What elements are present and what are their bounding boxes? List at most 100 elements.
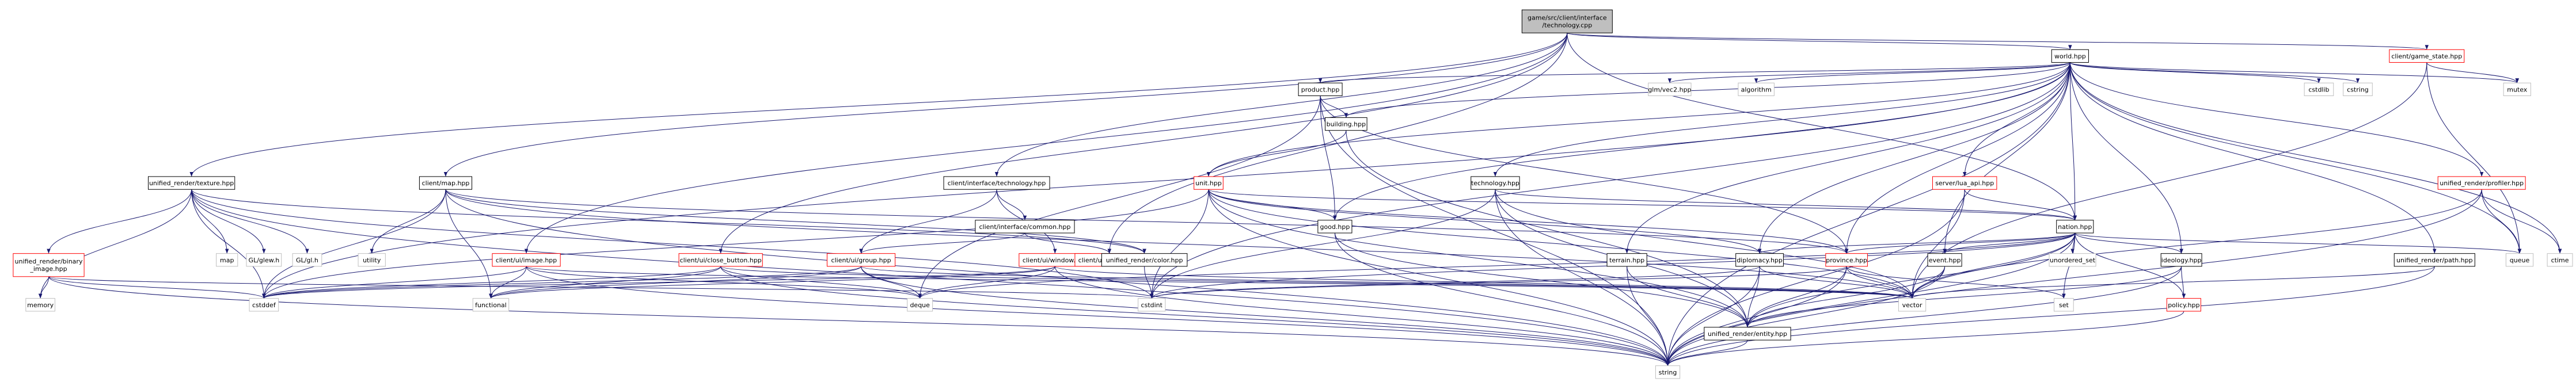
file-node-label[interactable]: _image.hpp <box>29 265 67 273</box>
file-node-label[interactable]: /technology.cpp <box>1542 22 1592 29</box>
file-node-profiler[interactable]: unified_render/profiler.hpp <box>2437 176 2526 190</box>
file-node-group[interactable]: client/ui/group.hpp <box>827 253 896 267</box>
file-node-box[interactable] <box>678 253 763 267</box>
file-node-product[interactable]: product.hpp <box>1298 82 1343 96</box>
file-node-window[interactable]: client/ui/window.hpp <box>1019 253 1092 267</box>
file-node-technology[interactable]: technology.hpp <box>1471 176 1520 190</box>
file-node-label: GL/gl.h <box>296 257 318 264</box>
file-node-label[interactable]: nation.hpp <box>2058 223 2092 231</box>
file-node-building[interactable]: building.hpp <box>1325 117 1367 131</box>
file-node-label[interactable]: unit.hpp <box>1195 179 1222 187</box>
file-node-policy[interactable]: policy.hpp <box>2166 298 2201 312</box>
file-node-gamestate[interactable]: client/game_state.hpp <box>2389 49 2465 63</box>
file-node-box[interactable] <box>419 176 473 190</box>
file-node-box[interactable] <box>827 253 896 267</box>
file-node-diplomacy[interactable]: diplomacy.hpp <box>1735 253 1784 267</box>
file-node-box[interactable] <box>1606 253 1647 267</box>
file-node-label[interactable]: client/ui/group.hpp <box>831 257 891 264</box>
include-edge-path-to-vector <box>1910 266 2435 299</box>
file-node-box[interactable] <box>2056 220 2094 234</box>
file-node-box[interactable] <box>1101 253 1188 267</box>
file-node-binaryimage[interactable]: unified_render/binary_image.hpp <box>13 253 85 277</box>
file-node-label[interactable]: unified_render/binary <box>15 258 83 265</box>
file-node-label[interactable]: unified_render/color.hpp <box>1106 257 1183 264</box>
file-node-ifacetech[interactable]: client/interface/technology.hpp <box>943 176 1050 190</box>
file-node-box[interactable] <box>1704 327 1791 341</box>
file-node-box[interactable] <box>1825 253 1868 267</box>
file-node-province[interactable]: province.hpp <box>1825 253 1868 267</box>
file-node-box[interactable] <box>1194 176 1224 190</box>
file-node-box[interactable] <box>1927 253 1962 267</box>
file-node-box[interactable] <box>2393 253 2475 267</box>
file-node-box <box>472 298 510 312</box>
file-node-box[interactable] <box>2389 49 2465 63</box>
file-node-common[interactable]: client/interface/common.hpp <box>975 220 1075 234</box>
file-node-label[interactable]: province.hpp <box>1826 257 1867 264</box>
file-node-box[interactable] <box>492 253 561 267</box>
file-node-set: set <box>2053 298 2074 312</box>
file-node-image[interactable]: client/ui/image.hpp <box>492 253 561 267</box>
file-node-box[interactable] <box>1325 117 1367 131</box>
file-node-label[interactable]: client/map.hpp <box>422 179 470 187</box>
file-node-closebutton[interactable]: client/ui/close_button.hpp <box>678 253 763 267</box>
file-node-label[interactable]: policy.hpp <box>2168 301 2199 309</box>
file-node-label[interactable]: client/interface/technology.hpp <box>948 179 1046 187</box>
file-node-map[interactable]: client/map.hpp <box>419 176 473 190</box>
file-node-label[interactable]: client/game_state.hpp <box>2391 52 2462 60</box>
file-node-box[interactable] <box>1521 9 1613 33</box>
file-node-box[interactable] <box>1932 176 1997 190</box>
file-node-label[interactable]: terrain.hpp <box>1609 257 1644 264</box>
file-node-color[interactable]: unified_render/color.hpp <box>1101 253 1188 267</box>
file-node-texture[interactable]: unified_render/texture.hpp <box>147 176 235 190</box>
include-edge-world-to-glmvec2 <box>1668 62 2070 83</box>
file-node-label[interactable]: client/interface/common.hpp <box>979 223 1070 231</box>
file-node-label[interactable]: ideology.hpp <box>2161 257 2202 264</box>
file-node-label[interactable]: building.hpp <box>1327 121 1366 128</box>
file-node-box[interactable] <box>147 176 235 190</box>
include-edge-window-to-string <box>1054 266 1670 366</box>
file-node-ideology[interactable]: ideology.hpp <box>2160 253 2202 267</box>
file-node-label[interactable]: client/ui/image.hpp <box>496 257 557 264</box>
file-node-event[interactable]: event.hpp <box>1927 253 1962 267</box>
include-edge-nation-to-diplomacy <box>1758 232 2076 254</box>
file-node-terrain[interactable]: terrain.hpp <box>1606 253 1647 267</box>
file-node-box[interactable] <box>1317 220 1352 234</box>
file-node-label[interactable]: good.hpp <box>1320 223 1350 231</box>
file-node-label[interactable]: technology.hpp <box>1471 179 1519 187</box>
file-node-label[interactable]: unified_render/path.hpp <box>2396 257 2473 264</box>
file-node-path[interactable]: unified_render/path.hpp <box>2393 253 2475 267</box>
file-node-box[interactable] <box>943 176 1050 190</box>
file-node-box[interactable] <box>13 253 85 277</box>
file-node-box[interactable] <box>1471 176 1520 190</box>
include-edge-nation-to-ideology <box>2075 232 2183 254</box>
file-node-label[interactable]: game/src/client/interface <box>1528 14 1607 22</box>
file-node-label[interactable]: event.hpp <box>1929 257 1961 264</box>
file-node-unit[interactable]: unit.hpp <box>1194 176 1224 190</box>
file-node-box[interactable] <box>2166 298 2201 312</box>
file-node-label[interactable]: unified_render/profiler.hpp <box>2440 179 2524 187</box>
file-node-label[interactable]: product.hpp <box>1301 86 1340 93</box>
file-node-entity[interactable]: unified_render/entity.hpp <box>1704 327 1791 341</box>
file-node-label[interactable]: server/lua_api.hpp <box>1935 179 1994 187</box>
file-node-box[interactable] <box>2051 49 2089 63</box>
file-node-box <box>246 253 282 267</box>
file-node-box[interactable] <box>2437 176 2526 190</box>
file-node-root[interactable]: game/src/client/interface/technology.cpp <box>1521 9 1613 33</box>
file-node-luaapi[interactable]: server/lua_api.hpp <box>1932 176 1997 190</box>
file-node-label[interactable]: unified_render/texture.hpp <box>149 179 234 187</box>
file-node-label[interactable]: world.hpp <box>2054 52 2086 60</box>
file-node-box[interactable] <box>1298 82 1343 96</box>
file-node-nation[interactable]: nation.hpp <box>2056 220 2094 234</box>
file-node-box[interactable] <box>975 220 1075 234</box>
file-node-box <box>358 253 386 267</box>
file-node-label[interactable]: client/ui/window.hpp <box>1023 257 1088 264</box>
file-node-box[interactable] <box>1735 253 1784 267</box>
file-node-box[interactable] <box>2160 253 2202 267</box>
include-edge-texture-to-cstdint <box>191 189 1154 299</box>
file-node-label[interactable]: unified_render/entity.hpp <box>1708 330 1787 338</box>
file-node-good[interactable]: good.hpp <box>1317 220 1352 234</box>
file-node-label[interactable]: diplomacy.hpp <box>1737 257 1783 264</box>
include-edge-closebutton-to-cstddef <box>262 266 721 299</box>
file-node-world[interactable]: world.hpp <box>2051 49 2089 63</box>
file-node-label[interactable]: client/ui/close_button.hpp <box>680 257 762 264</box>
